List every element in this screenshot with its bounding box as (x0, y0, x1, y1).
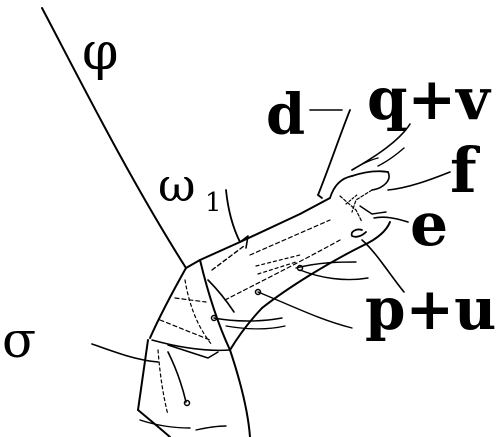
seta-inner (214, 318, 282, 321)
label-qv: q+v (367, 70, 490, 128)
label-pu: p+u (365, 280, 496, 338)
seta-lower (168, 352, 186, 402)
label-omega-subscript: 1 (205, 190, 222, 216)
label-sigma: σ (2, 315, 36, 365)
seta-d (318, 110, 350, 195)
label-phi: φ (82, 26, 118, 78)
label-e: e (410, 195, 448, 255)
leader-e (374, 217, 408, 222)
leader-f (388, 172, 450, 190)
seta-u (258, 292, 352, 328)
basal-segment (138, 260, 250, 437)
label-omega: ω (158, 162, 196, 208)
label-f: f (450, 140, 477, 202)
seta-sigma (92, 344, 158, 362)
label-d: d (266, 87, 305, 143)
solenidion-omega1 (226, 190, 240, 242)
pretarsus (330, 171, 389, 237)
